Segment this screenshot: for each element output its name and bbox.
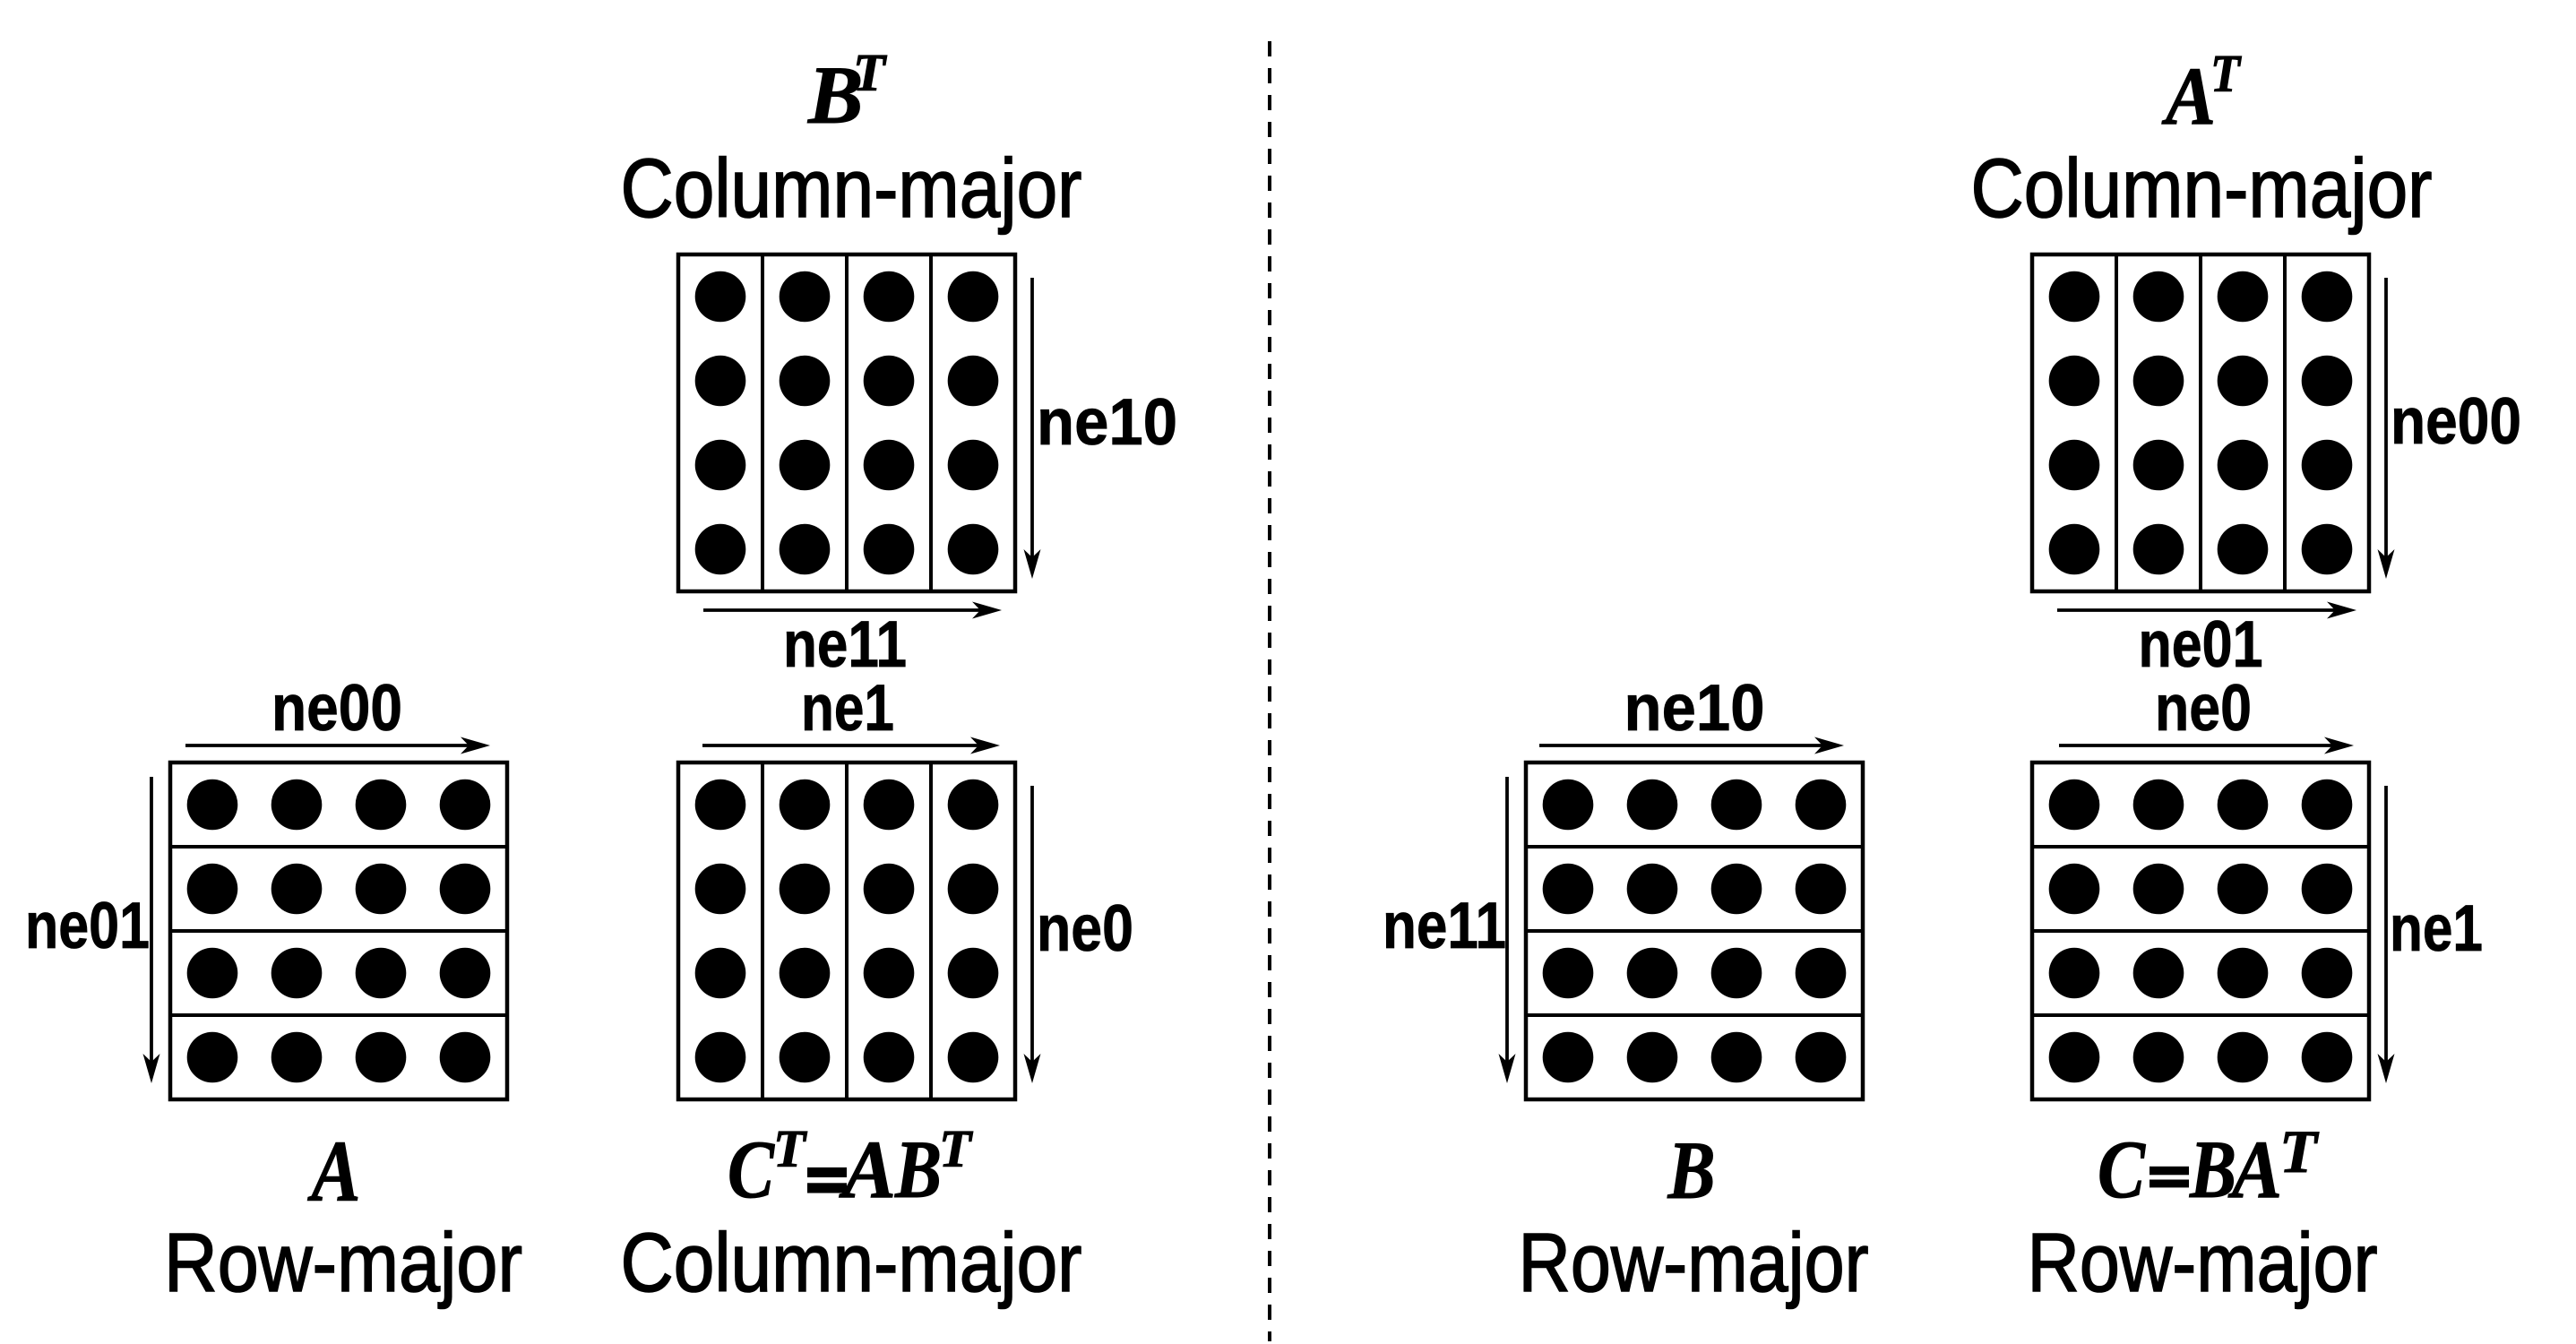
svg-text:A: A <box>306 1124 360 1219</box>
svg-text:ne11: ne11 <box>1383 890 1506 962</box>
svg-text:ne11: ne11 <box>783 608 907 681</box>
svg-text:ne0: ne0 <box>2155 672 2252 745</box>
svg-text:T: T <box>2279 1117 2319 1185</box>
svg-text:A: A <box>2227 1124 2282 1215</box>
svg-text:Row-major: Row-major <box>1519 1216 1869 1309</box>
svg-text:B: B <box>1667 1124 1716 1216</box>
svg-text:Row-major: Row-major <box>164 1216 522 1309</box>
svg-text:B: B <box>2189 1124 2236 1215</box>
svg-text:ne10: ne10 <box>1037 386 1177 459</box>
svg-text:ne1: ne1 <box>2390 892 2483 965</box>
svg-text:T: T <box>853 43 887 102</box>
svg-text:ne01: ne01 <box>25 890 150 962</box>
svg-text:ne1: ne1 <box>801 672 894 745</box>
svg-text:ne00: ne00 <box>271 672 402 745</box>
svg-text:A: A <box>839 1124 896 1215</box>
svg-text:Row-major: Row-major <box>2028 1216 2378 1309</box>
svg-text:B: B <box>894 1124 942 1215</box>
svg-text:T: T <box>2210 44 2242 103</box>
svg-text:ne10: ne10 <box>1624 672 1765 745</box>
svg-text:Column-major: Column-major <box>621 142 1082 235</box>
svg-text:ne00: ne00 <box>2391 385 2521 458</box>
svg-text:T: T <box>773 1119 807 1178</box>
svg-text:T: T <box>939 1119 973 1178</box>
svg-text:Column-major: Column-major <box>1971 142 2433 235</box>
svg-text:A: A <box>2161 50 2216 142</box>
svg-text:B: B <box>807 49 863 141</box>
svg-text:C: C <box>2098 1124 2146 1215</box>
svg-text:Column-major: Column-major <box>621 1216 1082 1309</box>
svg-text:ne0: ne0 <box>1037 892 1133 965</box>
svg-text:C: C <box>728 1124 775 1215</box>
svg-text:ne01: ne01 <box>2139 608 2263 681</box>
